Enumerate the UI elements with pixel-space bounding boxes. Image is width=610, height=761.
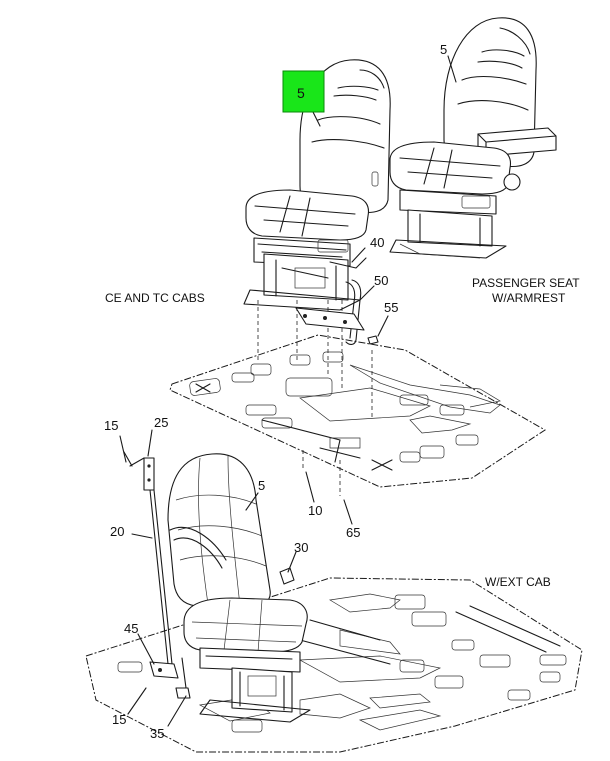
callout-55: 55 (384, 300, 398, 315)
callout-5-passenger: 5 (440, 42, 447, 57)
callout-65: 65 (346, 525, 360, 540)
caption-ext-cab: W/EXT CAB (485, 575, 551, 589)
callout-5-highlighted: 5 (297, 85, 305, 101)
callout-45: 45 (124, 621, 138, 636)
caption-passenger-line1: PASSENGER SEAT (472, 276, 580, 290)
callout-30: 30 (294, 540, 308, 555)
caption-passenger-line2: W/ARMREST (492, 291, 566, 305)
seat-ext-cab (123, 451, 311, 723)
seat-passenger (389, 17, 557, 259)
callout-20: 20 (110, 524, 124, 539)
callout-10: 10 (308, 503, 322, 518)
floor-panel-top (169, 334, 546, 488)
callout-35: 35 (150, 726, 164, 741)
caption-ce-tc-cabs: CE AND TC CABS (105, 291, 205, 305)
callout-labels: 5 5 5 40 50 55 10 65 15 25 20 30 45 15 3… (104, 42, 580, 741)
parts-40-50 (295, 247, 389, 345)
callout-50: 50 (374, 273, 388, 288)
callout-15-top: 15 (104, 418, 118, 433)
callout-15-bottom: 15 (112, 712, 126, 727)
callout-40: 40 (370, 235, 384, 250)
callout-5-ext: 5 (258, 478, 265, 493)
highlight-box (282, 70, 325, 113)
callout-25: 25 (154, 415, 168, 430)
